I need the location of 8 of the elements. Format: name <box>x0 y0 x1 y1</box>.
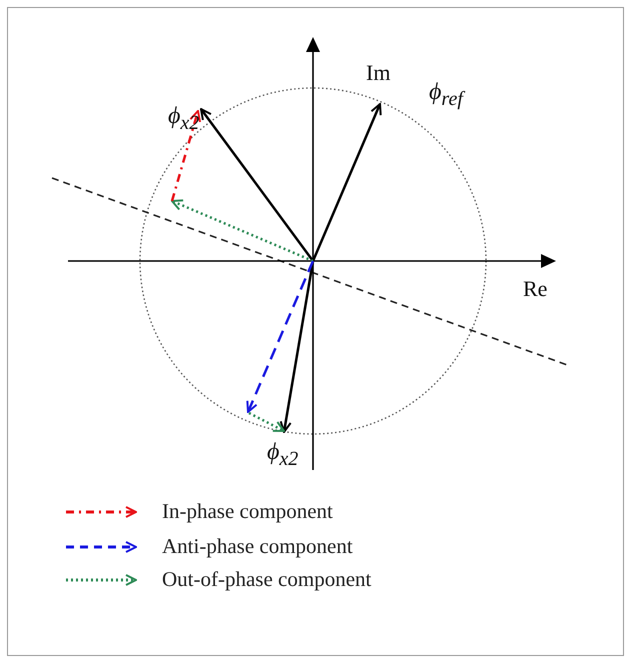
phasor-label: ϕ$_{x2}$ <box>168 104 200 133</box>
legend-label: Out-of-phase component <box>162 567 372 592</box>
legend-label: In-phase component <box>162 499 333 524</box>
axis-label: Re <box>523 278 548 300</box>
axis-label: Im <box>366 62 390 84</box>
legend-label: Anti-phase component <box>162 534 353 559</box>
phasor-label: ϕ$_{ref}$ <box>429 80 463 109</box>
phasor-label: ϕ$_{x2}$ <box>267 440 298 469</box>
